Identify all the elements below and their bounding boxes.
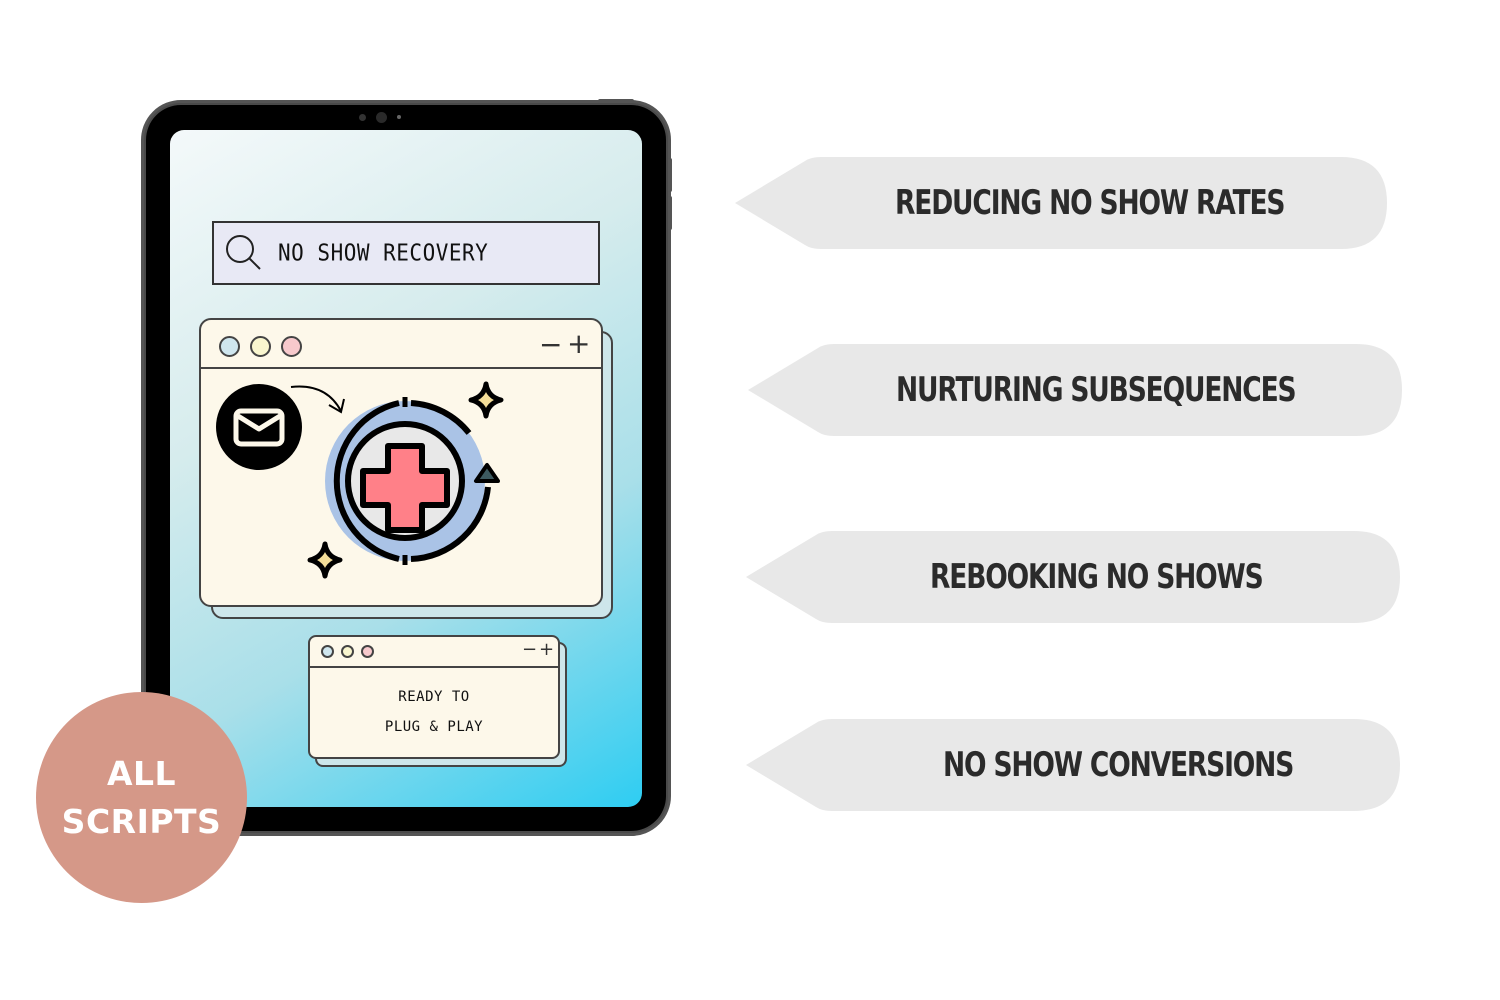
mail-icon [216, 384, 302, 470]
all-scripts-badge: ALL SCRIPTS [36, 692, 247, 903]
tag-nurturing-subsequences: NURTURING SUBSEQUENCES [748, 344, 1402, 436]
curved-arrow-icon [290, 385, 345, 414]
tag-shape [748, 344, 1402, 436]
ready-to-text: READY TO [398, 689, 470, 705]
camera-sensor [359, 113, 366, 121]
search-icon [226, 235, 261, 270]
medical-cross-recovery-icon [325, 397, 500, 565]
search-query: NO SHOW RECOVERY [278, 239, 489, 267]
tag-shape [746, 719, 1400, 811]
tablet-volume-down-button [668, 196, 672, 230]
tag-rebooking-no-shows: REBOOKING NO SHOWS [746, 531, 1400, 623]
search-bar[interactable]: NO SHOW RECOVERY [212, 221, 600, 285]
minimize-button[interactable]: − [522, 639, 538, 660]
window-dot-blue[interactable] [219, 336, 240, 357]
tag-reducing-no-show-rates: REDUCING NO SHOW RATES [735, 157, 1387, 249]
camera-lens [376, 111, 387, 123]
tag-shape [735, 157, 1387, 249]
window-dot-yellow[interactable] [341, 645, 354, 658]
maximize-button[interactable]: + [539, 639, 555, 660]
sparkle-icon [307, 541, 343, 579]
sparkle-icon [468, 381, 504, 419]
badge-line-2: SCRIPTS [61, 801, 222, 841]
window-dot-yellow[interactable] [250, 336, 271, 357]
plug-and-play-text: PLUG & PLAY [384, 719, 484, 735]
recovery-illustration [216, 381, 504, 579]
main-window: − + [199, 318, 603, 607]
window-dot-pink[interactable] [361, 645, 374, 658]
window-dot-blue[interactable] [321, 645, 334, 658]
tag-shape [746, 531, 1400, 623]
tablet-edge [141, 100, 671, 836]
tag-label: NURTURING SUBSEQUENCES [896, 370, 1297, 410]
main-window-titlebar [201, 320, 601, 369]
tag-label: REBOOKING NO SHOWS [930, 557, 1264, 597]
tag-label: REDUCING NO SHOW RATES [895, 183, 1286, 223]
badge-line-1: ALL [106, 753, 177, 793]
tablet-camera [359, 111, 401, 123]
tag-label: NO SHOW CONVERSIONS [943, 745, 1294, 785]
maximize-button[interactable]: + [567, 327, 591, 360]
small-window: − + READY TO PLUG & PLAY [308, 635, 560, 759]
tablet-volume-up-button [668, 158, 672, 192]
tag-no-show-conversions: NO SHOW CONVERSIONS [746, 719, 1400, 811]
camera-light [397, 115, 401, 119]
tablet-top-button [598, 99, 634, 103]
minimize-button[interactable]: − [539, 328, 563, 361]
window-dot-pink[interactable] [281, 336, 302, 357]
small-window-titlebar [310, 637, 558, 668]
